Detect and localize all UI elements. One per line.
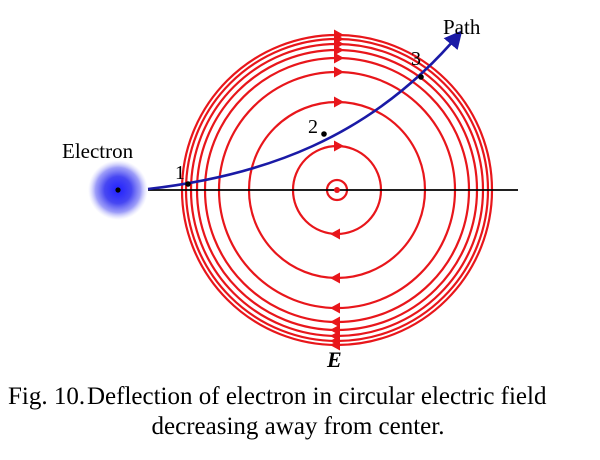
field-arrow-bottom [330, 228, 340, 240]
field-arrow-top [334, 96, 344, 108]
field-arrow-bottom [330, 272, 340, 284]
center-dot [334, 187, 340, 193]
caption-line-1: Deflection of electron in circular elect… [87, 383, 547, 410]
field-arrow-top [334, 29, 344, 41]
field-arrow-top [334, 52, 344, 64]
field-arrow-top [334, 140, 344, 152]
field-label: E [326, 347, 342, 372]
field-arrow-bottom [330, 302, 340, 314]
field-arrow-bottom [330, 316, 340, 328]
electron-label: Electron [62, 139, 134, 163]
field-arrow-top [334, 66, 344, 78]
point-2-label: 2 [308, 116, 318, 138]
path-label: Path [443, 15, 481, 39]
figure-number: Fig. 10. [8, 383, 86, 410]
point-3-dot [418, 74, 424, 80]
point-1-dot [185, 181, 191, 187]
point-3-label: 3 [411, 48, 421, 70]
point-2-dot [321, 131, 327, 137]
point-1-label: 1 [175, 162, 185, 184]
caption-line-2: decreasing away from center. [151, 413, 445, 440]
electron-dot [115, 187, 121, 193]
field-arrow-bottom [330, 339, 340, 351]
electron-path [147, 30, 463, 191]
